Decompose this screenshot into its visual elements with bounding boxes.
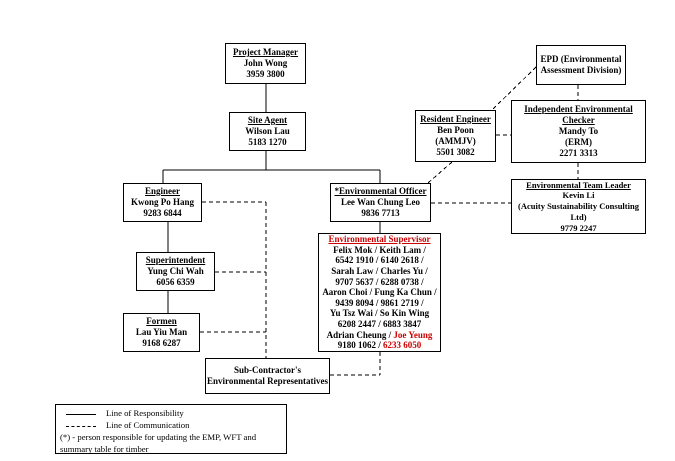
es-phones-black: 9180 1062 / [337,340,383,351]
site-agent-phone: 5183 1270 [248,137,287,147]
engineer-name: Kwong Po Hang [130,197,194,207]
team-leader-title: Environmental Team Leader [526,179,631,190]
legend-note-line1: (*) - person responsible for updating th… [60,432,257,442]
box-team-leader: Environmental Team Leader Kevin Li (Acui… [511,179,646,234]
subcontractor-line2: Environmental Representatives [207,376,328,386]
box-environmental-officer: *Environmental Officer Lee Wan Chung Leo… [330,183,431,222]
project-manager-title: Project Manager [232,47,299,57]
legend-responsibility-label: Line of Responsibility [106,408,184,419]
independent-checker-title-line2: Checker [562,115,595,125]
box-site-agent: Site Agent Wilson Lau 5183 1270 [229,112,306,151]
project-manager-phone: 3959 3800 [246,69,285,79]
environmental-supervisor-line-mixed: 9180 1062 / 6233 6050 [338,340,422,351]
legend-responsibility-row: Line of Responsibility [60,408,282,420]
site-agent-name: Wilson Lau [245,126,290,136]
legend-communication-label: Line of Communication [106,420,190,431]
resident-engineer-name: Ben Poon [437,125,474,135]
independent-checker-title-line1: Independent Environmental [524,104,633,114]
formen-title: Formen [146,316,177,326]
resident-engineer-phone: 5501 3082 [436,147,475,157]
environmental-officer-title: *Environmental Officer [334,186,427,196]
environmental-supervisor-line: 6208 2447 / 6883 3847 [337,318,422,329]
environmental-supervisor-line: Aaron Choi / Fung Ka Chun / [322,287,437,298]
independent-checker-name: Mandy To [558,126,599,136]
project-manager-name: John Wong [243,58,288,68]
box-engineer: Engineer Kwong Po Hang 9283 6844 [123,183,202,222]
environmental-officer-phone: 9836 7713 [361,208,400,218]
formen-phone: 9168 6287 [142,338,181,348]
superintendent-title: Superintendent [145,255,206,265]
box-project-manager: Project Manager John Wong 3959 3800 [225,43,306,84]
es-names-red: Joe Yeung [393,329,433,340]
environmental-officer-name: Lee Wan Chung Leo [340,197,421,207]
engineer-phone: 9283 6844 [143,208,182,218]
team-leader-name: Kevin Li [562,190,595,201]
box-independent-checker: Independent Environmental Checker Mandy … [511,100,646,163]
es-names-black: Adrian Cheung / [326,329,394,340]
independent-checker-org: (ERM) [565,137,592,147]
resident-engineer-org: (AMMJV) [435,136,476,146]
connector-epd-residentengineer [491,66,537,111]
epd-line1: EPD (Environmental [540,54,622,64]
environmental-supervisor-line: 6542 1910 / 6140 2618 / [335,255,424,266]
superintendent-phone: 6056 6359 [156,277,195,287]
legend: Line of Responsibility Line of Communica… [55,404,287,454]
dashed-line-icon [66,425,96,427]
environmental-supervisor-line: 9707 5637 / 6288 0738 / [335,276,424,287]
environmental-supervisor-line: Sarah Law / Charles Yu / [331,266,428,277]
environmental-supervisor-line-mixed: Adrian Cheung / Joe Yeung [327,330,433,341]
box-formen: Formen Lau Yiu Man 9168 6287 [123,313,200,352]
box-subcontractor: Sub-Contractor's Environmental Represent… [205,358,330,394]
site-agent-title: Site Agent [247,115,288,125]
team-leader-org-line2: Ltd) [570,211,587,222]
team-leader-org-line1: (Acuity Sustainability Consulting [518,201,639,212]
independent-checker-phone: 2271 3313 [559,148,598,158]
solid-line-icon [66,413,96,415]
es-phones-red: 6233 6050 [383,340,422,351]
environmental-supervisor-line: Yu Tsz Wai / So Kin Wing [329,308,430,319]
subcontractor-line1: Sub-Contractor's [234,365,301,375]
resident-engineer-title: Resident Engineer [420,114,491,124]
environmental-supervisor-line: 9439 8094 / 9861 2719 / [335,297,424,308]
legend-note-line2: summary table for timber [60,443,149,454]
superintendent-name: Yung Chi Wah [147,266,204,276]
legend-communication-row: Line of Communication [60,420,282,432]
box-epd: EPD (Environmental Assessment Division) [536,45,626,85]
environmental-supervisor-line: Felix Mok / Keith Lam / [333,244,426,255]
box-environmental-supervisor: Environmental Supervisor Felix Mok / Kei… [318,233,441,352]
connector-envofficer-residentengineer [427,161,453,184]
epd-line2: Assessment Division) [540,65,622,75]
engineer-title: Engineer [145,186,180,196]
box-resident-engineer: Resident Engineer Ben Poon (AMMJV) 5501 … [415,110,496,162]
environmental-supervisor-title: Environmental Supervisor [328,234,431,245]
formen-name: Lau Yiu Man [135,327,188,337]
team-leader-phone: 9779 2247 [560,222,597,233]
box-superintendent: Superintendent Yung Chi Wah 6056 6359 [136,252,215,291]
